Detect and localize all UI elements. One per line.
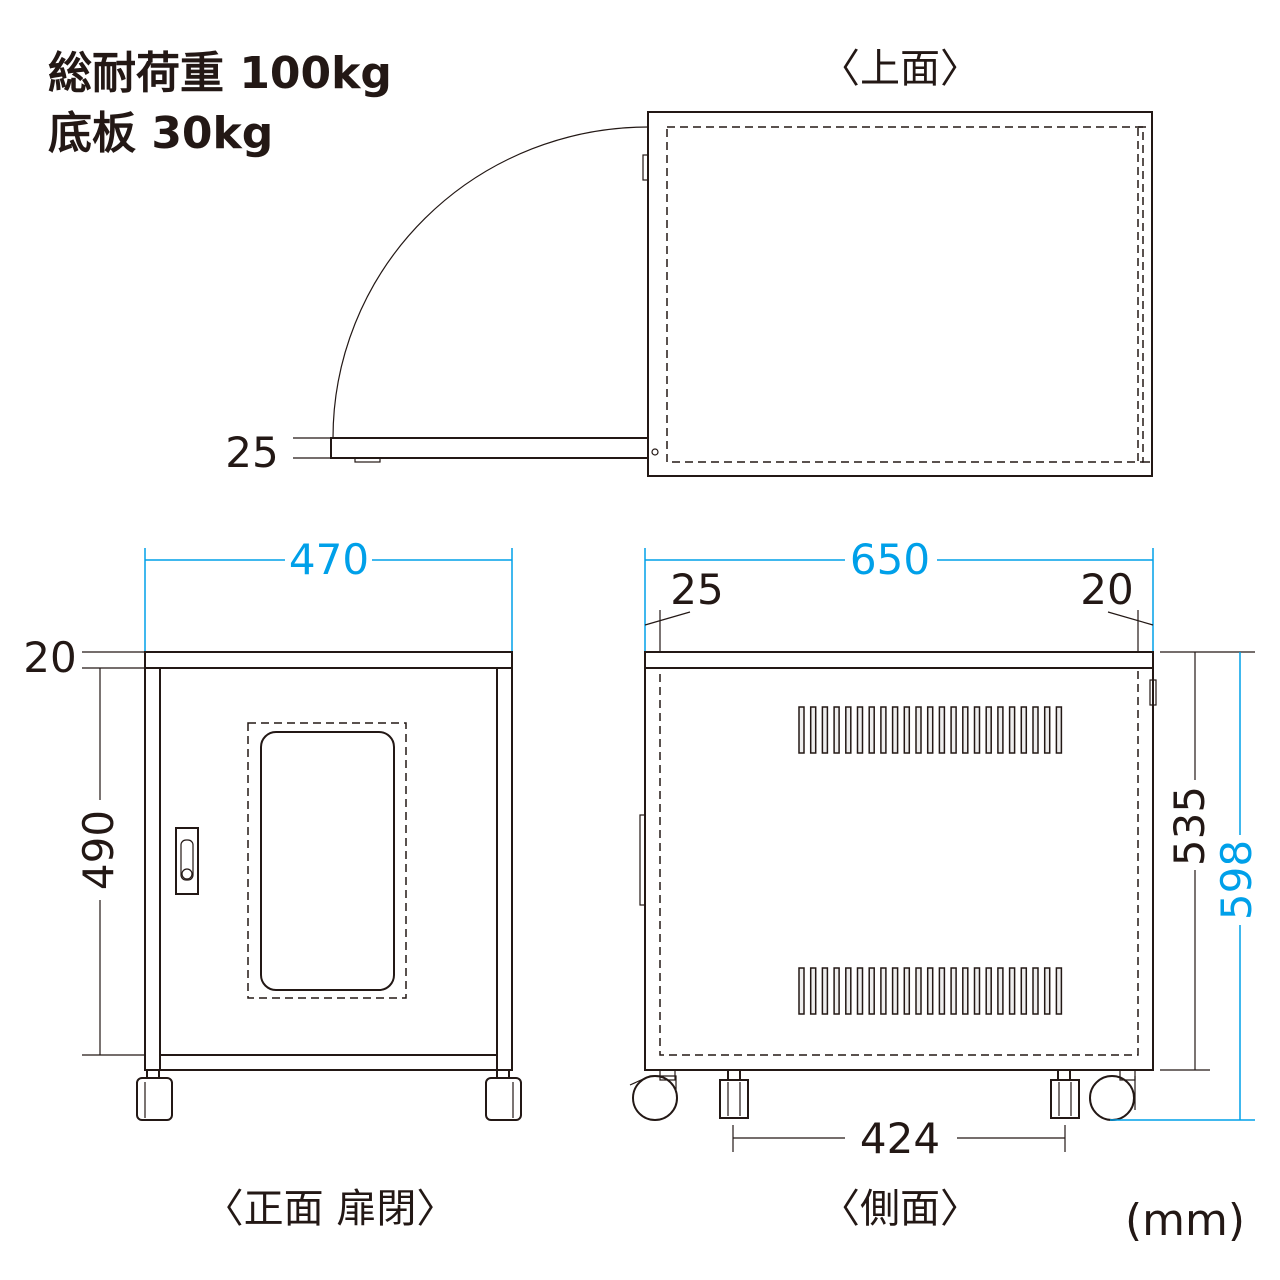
dim-front-width: 470 — [289, 535, 369, 584]
vent-slot — [950, 706, 957, 754]
vent-slot — [938, 706, 946, 754]
dim-door-thickness: 25 — [225, 428, 278, 477]
vent-slot — [1055, 967, 1063, 1015]
vent-slot — [985, 967, 992, 1015]
vent-slot — [1020, 967, 1028, 1015]
vent-slot — [1008, 706, 1016, 754]
dim-total-height: 598 — [1212, 840, 1261, 920]
door-swing-arc — [332, 126, 649, 439]
caster-side-adjuster-right — [1050, 1069, 1080, 1119]
dim-body-height: 535 — [1165, 786, 1214, 866]
vent-slot — [903, 706, 911, 754]
vent-slots-upper — [798, 706, 1063, 754]
side-view-label: 〈側面〉 — [820, 1186, 980, 1232]
vent-slot — [1043, 706, 1051, 754]
front-view: 470 20 490 — [23, 535, 522, 1121]
vent-slot — [950, 967, 957, 1015]
vent-slot — [856, 967, 864, 1015]
vent-slot — [880, 706, 887, 754]
side-view: 650 25 20 — [629, 535, 1261, 1163]
vent-slot — [856, 706, 864, 754]
vent-slot — [962, 706, 969, 754]
vent-slot — [973, 967, 981, 1015]
vent-slot — [868, 706, 875, 754]
caster-side-rear — [1089, 1069, 1136, 1121]
dim-front-height: 490 — [74, 810, 123, 890]
vent-slot — [962, 967, 969, 1015]
vent-slot — [809, 706, 817, 754]
vent-slot — [1008, 967, 1016, 1015]
vent-slot — [809, 967, 817, 1015]
vent-slot — [926, 706, 934, 754]
vent-slot — [938, 967, 946, 1015]
vent-slot — [821, 706, 829, 754]
vent-slot — [926, 967, 934, 1015]
vent-slot — [868, 967, 875, 1015]
vent-slot — [915, 706, 922, 754]
dim-top-plate: 20 — [23, 633, 76, 682]
top-view-label: 〈上面〉 — [820, 46, 980, 92]
vent-slots-lower — [798, 967, 1063, 1015]
vent-slot — [1032, 706, 1039, 754]
vent-slot — [985, 706, 992, 754]
vent-slot — [798, 706, 805, 754]
caster-side-front — [629, 1069, 678, 1121]
vent-slot — [891, 967, 899, 1015]
dim-caster-span: 424 — [860, 1114, 940, 1163]
bottom-plate-load-label: 底板 30kg — [48, 108, 273, 159]
units-label: (mm) — [1125, 1195, 1245, 1246]
vent-slot — [1032, 967, 1039, 1015]
caster-right — [485, 1069, 522, 1121]
caster-side-adjuster-left — [719, 1069, 749, 1119]
door-handle — [175, 827, 199, 895]
top-view: 25 — [225, 111, 1153, 477]
vent-slot — [833, 967, 840, 1015]
vent-slot — [798, 967, 805, 1015]
front-view-label: 〈正面 扉閉〉 — [204, 1186, 457, 1232]
dim-side-rear: 20 — [1080, 565, 1133, 614]
vent-slot — [997, 706, 1004, 754]
vent-slot — [915, 967, 922, 1015]
vent-slot — [821, 967, 829, 1015]
dim-side-depth: 650 — [850, 535, 930, 584]
vent-slot — [973, 706, 981, 754]
vent-slot — [1055, 706, 1063, 754]
open-door — [330, 437, 649, 459]
dim-side-door: 25 — [670, 565, 723, 614]
vent-slot — [880, 967, 887, 1015]
vent-slot — [903, 967, 911, 1015]
vent-slot — [833, 706, 840, 754]
vent-slot — [845, 706, 852, 754]
vent-slot — [997, 967, 1004, 1015]
vent-slot — [1043, 967, 1051, 1015]
caster-left — [136, 1069, 173, 1121]
vent-slot — [1020, 706, 1028, 754]
total-load-label: 総耐荷重 100kg — [48, 48, 392, 99]
vent-slot — [845, 967, 852, 1015]
vent-slot — [891, 706, 899, 754]
